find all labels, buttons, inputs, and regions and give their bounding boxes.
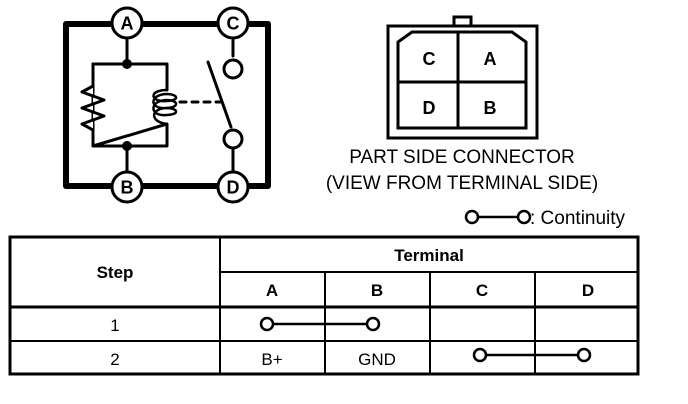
continuity-legend-symbol xyxy=(464,209,532,225)
row-2-cell-b: GND xyxy=(358,350,396,369)
table-header-a: A xyxy=(266,281,278,300)
row-1-step: 1 xyxy=(110,316,119,335)
relay-frame-right xyxy=(245,21,271,189)
continuity-marks xyxy=(259,316,592,363)
table-header-terminal: Terminal xyxy=(394,246,464,265)
connector-inner xyxy=(396,30,528,130)
terminal-a-label: A xyxy=(121,14,134,34)
continuity-terminal-circle xyxy=(365,316,381,332)
continuity-terminal-circle xyxy=(576,347,592,363)
coil xyxy=(152,88,178,126)
contact-c xyxy=(222,58,244,80)
inspection-table xyxy=(8,235,640,376)
table-header-d: D xyxy=(582,281,594,300)
connector-caption-line2: (VIEW FROM TERMINAL SIDE) xyxy=(326,173,598,194)
terminal-a: A xyxy=(110,6,144,40)
terminal-b: B xyxy=(110,170,144,204)
table-header-c: C xyxy=(476,281,488,300)
connector-housing xyxy=(386,24,539,140)
continuity-link-row-2-c-d xyxy=(472,347,592,363)
connector-pin-b: B xyxy=(484,98,497,118)
connector-pin-a: A xyxy=(484,49,497,69)
terminal-c: C xyxy=(216,6,250,40)
switch-blade xyxy=(206,60,233,129)
terminal-d: D xyxy=(216,170,250,204)
relay-schematic xyxy=(63,21,271,189)
continuity-terminal-circle xyxy=(472,347,488,363)
junction-dot-top xyxy=(122,59,132,69)
connector-pin-d: D xyxy=(423,98,436,118)
terminal-b-label: B xyxy=(121,178,134,198)
row-2-cell-a: B+ xyxy=(261,350,282,369)
connector-pin-c: C xyxy=(423,49,436,69)
row-2-step: 2 xyxy=(110,350,119,369)
connector-caption-line1: PART SIDE CONNECTOR xyxy=(349,147,575,168)
connector-view xyxy=(386,15,539,140)
terminal-d-label: D xyxy=(227,178,240,198)
relay-frame xyxy=(63,21,115,189)
contact-d xyxy=(222,128,244,150)
resistor-zigzag xyxy=(80,84,106,132)
junction-dot-bottom xyxy=(122,141,132,151)
continuity-terminal-circle xyxy=(259,316,275,332)
continuity-link-row-1-a-b xyxy=(259,316,381,332)
table-header-step: Step xyxy=(97,263,134,282)
continuity-legend-text: : Continuity xyxy=(530,208,626,229)
table-header-b: B xyxy=(371,281,383,300)
terminal-c-label: C xyxy=(227,14,240,34)
